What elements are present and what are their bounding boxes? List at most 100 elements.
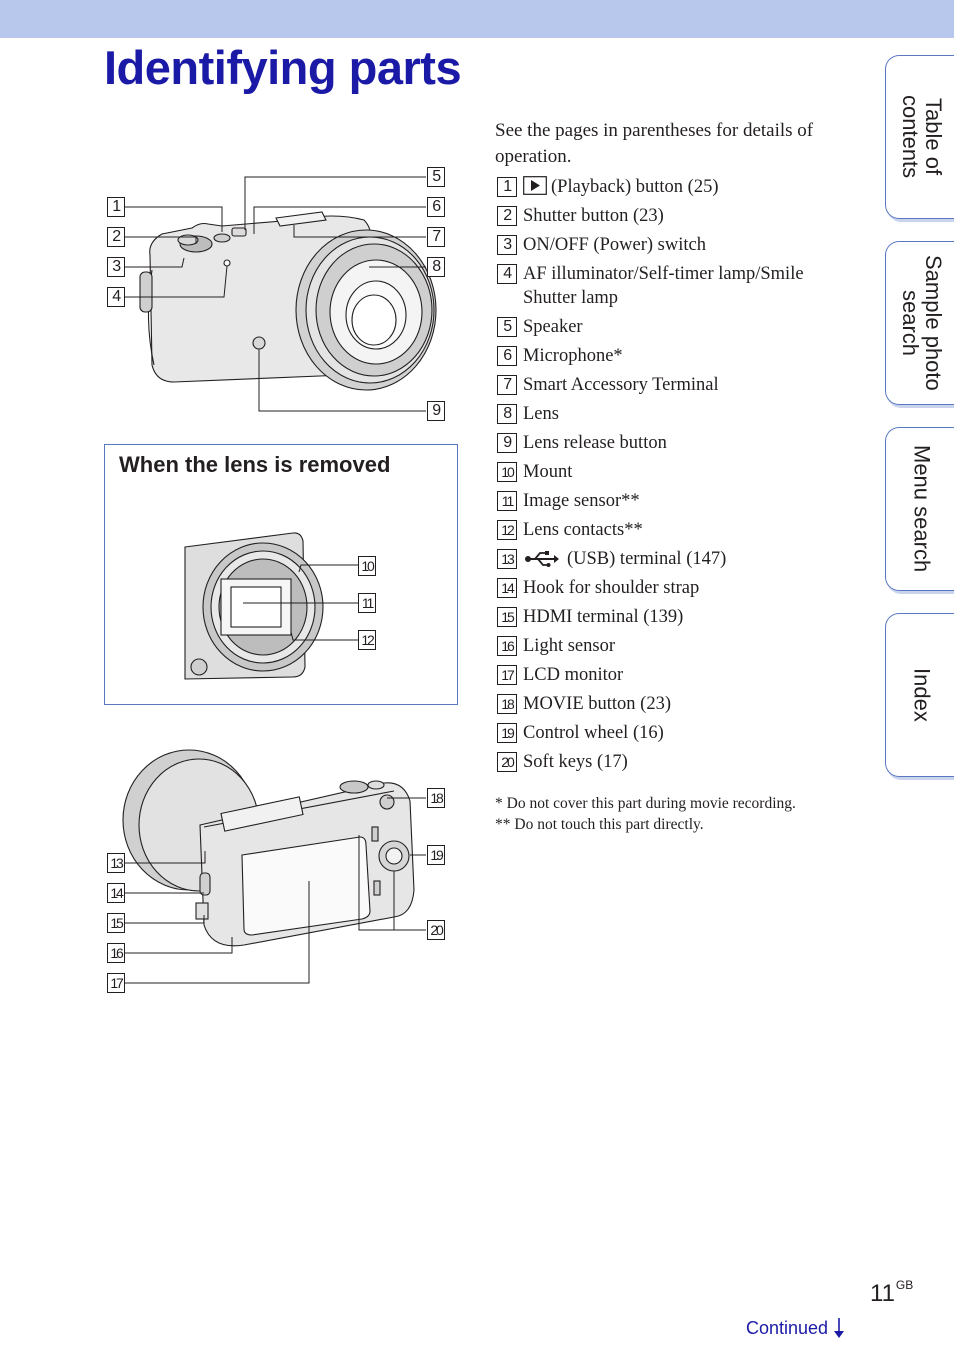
tab-label: Sample photo search <box>898 255 946 391</box>
callout-7: 7 <box>427 227 445 247</box>
tab-table-of-contents[interactable]: Table of contents <box>885 55 954 219</box>
callout-17: 17 <box>107 973 125 993</box>
item-number: 9 <box>497 433 517 453</box>
list-item: 1 (Playback) button (25) <box>497 175 857 199</box>
item-label: Lens <box>523 404 559 424</box>
continued-label: Continued <box>746 1318 829 1338</box>
item-label: Mount <box>523 462 573 482</box>
tab-label: Index <box>909 668 935 722</box>
item-label: Microphone* <box>523 346 623 366</box>
page-suffix: GB <box>895 1278 914 1292</box>
list-item: 10 Mount <box>497 460 857 484</box>
list-item: 9 Lens release button <box>497 431 857 455</box>
callout-15: 15 <box>107 913 125 933</box>
play-icon <box>523 176 547 195</box>
page-title: Identifying parts <box>104 41 462 94</box>
item-label: Smart Accessory Terminal <box>523 375 719 395</box>
list-item: 17 LCD monitor <box>497 663 857 687</box>
callout-8: 8 <box>427 257 445 277</box>
item-label: AF illuminator/Self-timer lamp/Smile Shu… <box>523 264 804 308</box>
list-item: 19 Control wheel (16) <box>497 721 857 745</box>
list-item: 4 AF illuminator/Self-timer lamp/Smile Sh… <box>497 262 857 310</box>
camera-rear-illustration <box>122 749 426 984</box>
item-number: 6 <box>497 346 517 366</box>
item-number: 1 <box>497 177 517 197</box>
item-number: 8 <box>497 404 517 424</box>
item-label: Speaker <box>523 317 583 337</box>
item-label: LCD monitor <box>523 665 624 685</box>
tab-index[interactable]: Index <box>885 613 954 777</box>
item-label: Light sensor <box>523 636 615 656</box>
item-number: 2 <box>497 206 517 226</box>
callout-14: 14 <box>107 883 125 903</box>
callout-10: 10 <box>358 556 376 576</box>
item-number: 13 <box>497 549 517 569</box>
item-number: 15 <box>497 607 517 627</box>
list-item: 16 Light sensor <box>497 634 857 658</box>
tab-sample-photo-search[interactable]: Sample photo search <box>885 241 954 405</box>
item-number: 18 <box>497 694 517 714</box>
list-item: 8 Lens <box>497 402 857 426</box>
item-label: ON/OFF (Power) switch <box>523 235 706 255</box>
item-label: Soft keys (17) <box>523 752 628 772</box>
footnotes: * Do not cover this part during movie re… <box>495 793 855 835</box>
callout-19: 19 <box>427 845 445 865</box>
callout-3: 3 <box>107 257 125 277</box>
callout-20: 20 <box>427 920 445 940</box>
list-item: 18 MOVIE button (23) <box>497 692 857 716</box>
tab-label: Menu search <box>909 445 935 573</box>
callout-13: 13 <box>107 853 125 873</box>
item-number: 4 <box>497 264 517 284</box>
intro-text: See the pages in parentheses for details… <box>495 120 814 167</box>
camera-front-illustration <box>125 176 437 412</box>
item-number: 5 <box>497 317 517 337</box>
item-number: 10 <box>497 462 517 482</box>
callout-2: 2 <box>107 227 125 247</box>
item-label: Lens contacts** <box>523 520 643 540</box>
item-number: 20 <box>497 752 517 772</box>
tab-menu-search[interactable]: Menu search <box>885 427 954 591</box>
item-label: (USB) terminal (147) <box>567 549 727 569</box>
page-number: 11GB <box>870 1278 914 1307</box>
callout-9: 9 <box>427 401 445 421</box>
item-number: 3 <box>497 235 517 255</box>
lens-removed-panel: When the lens is removed <box>104 444 458 705</box>
callout-6: 6 <box>427 197 445 217</box>
mount-illustration <box>184 532 359 680</box>
callout-11: 11 <box>358 593 376 613</box>
footnote: * Do not cover this part during movie re… <box>495 795 796 812</box>
list-item: 5 Speaker <box>497 315 857 339</box>
list-item: 6 Microphone* <box>497 344 857 368</box>
list-item: 12 Lens contacts** <box>497 518 857 542</box>
callout-12: 12 <box>358 630 376 650</box>
list-item: 13 (USB) terminal (147) <box>497 547 857 571</box>
callout-18: 18 <box>427 788 445 808</box>
item-label: Image sensor** <box>523 491 640 511</box>
item-number: 17 <box>497 665 517 685</box>
item-number: 19 <box>497 723 517 743</box>
item-number: 14 <box>497 578 517 598</box>
panel-title: When the lens is removed <box>119 452 391 477</box>
footnote: ** Do not touch this part directly. <box>495 816 704 833</box>
list-item: 14 Hook for shoulder strap <box>497 576 857 600</box>
item-label: (Playback) button (25) <box>551 177 719 197</box>
usb-icon <box>525 551 559 567</box>
item-label: Lens release button <box>523 433 667 453</box>
callout-16: 16 <box>107 943 125 963</box>
list-item: 20 Soft keys (17) <box>497 750 857 774</box>
callout-1: 1 <box>107 197 125 217</box>
arrow-down-icon <box>834 1318 845 1338</box>
item-label: Hook for shoulder strap <box>523 578 700 598</box>
item-label: MOVIE button (23) <box>523 694 671 714</box>
item-number: 16 <box>497 636 517 656</box>
continued-link[interactable]: Continued <box>746 1317 845 1339</box>
item-number: 12 <box>497 520 517 540</box>
list-item: 3 ON/OFF (Power) switch <box>497 233 857 257</box>
callout-5: 5 <box>427 167 445 187</box>
item-label: Control wheel (16) <box>523 723 664 743</box>
